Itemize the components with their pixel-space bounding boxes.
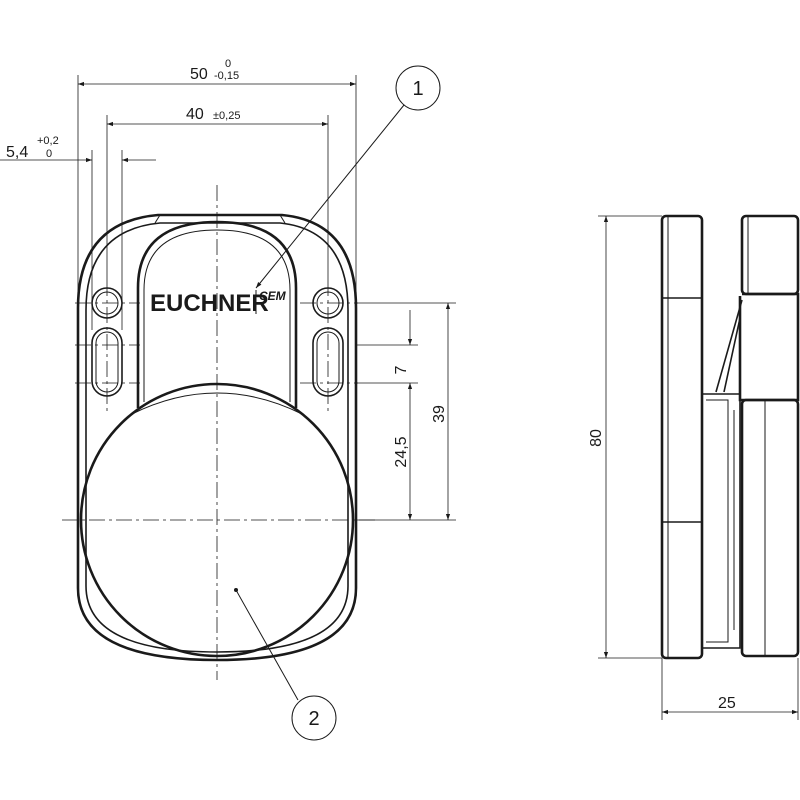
callout-1-label: 1	[412, 78, 423, 100]
dim-slot-width-tol-lower: 0	[46, 148, 52, 160]
side-actuator-inner	[706, 399, 729, 643]
side-base-plate	[660, 214, 704, 660]
dim-slot-width-tol-upper: +0,2	[37, 135, 59, 147]
notch-line	[154, 214, 161, 224]
dim-width-tol-upper: 0	[225, 58, 231, 70]
callout-1-leader	[255, 104, 405, 289]
dim-width-tol-lower: -0,15	[214, 70, 239, 82]
callout-2-circle	[291, 695, 337, 741]
callouts: 1 2	[234, 65, 441, 741]
front-view: EUCHNER CEM	[62, 185, 375, 680]
brand-sub-logo: CEM	[259, 289, 287, 303]
actuator-head-inner	[143, 229, 291, 402]
dim-height-value: 80	[588, 429, 605, 447]
dim-hole-spacing-tol: ±0,25	[213, 110, 240, 122]
dim-center-to-slot-value: 24,5	[393, 436, 410, 467]
actuator-plate-top	[131, 392, 303, 415]
side-slant	[715, 299, 743, 393]
side-actuator	[702, 393, 741, 649]
callout-1-circle	[395, 65, 441, 111]
brand-logo: EUCHNER	[150, 290, 269, 317]
dim-depth-value: 25	[718, 695, 736, 712]
callout-2-label: 2	[308, 708, 319, 730]
side-lower-body	[740, 398, 800, 658]
side-head	[740, 214, 800, 296]
front-dimensions: 50 0 -0,15 40 ±0,25 5,4 +0,2 0 7 24,5 39	[0, 58, 456, 521]
dim-slot-length-value: 7	[393, 365, 410, 374]
callout-2-dot	[234, 588, 238, 592]
callout-2-leader	[235, 589, 299, 701]
dim-hole-spacing-value: 40	[186, 106, 204, 123]
dim-width-value: 50	[190, 66, 208, 83]
side-view: 80 25	[588, 214, 800, 720]
dim-slot-width-value: 5,4	[6, 144, 28, 161]
dim-center-to-hole-value: 39	[431, 405, 448, 423]
side-body	[738, 292, 800, 402]
notch-line	[279, 214, 286, 224]
side-slant-inner	[723, 317, 741, 393]
